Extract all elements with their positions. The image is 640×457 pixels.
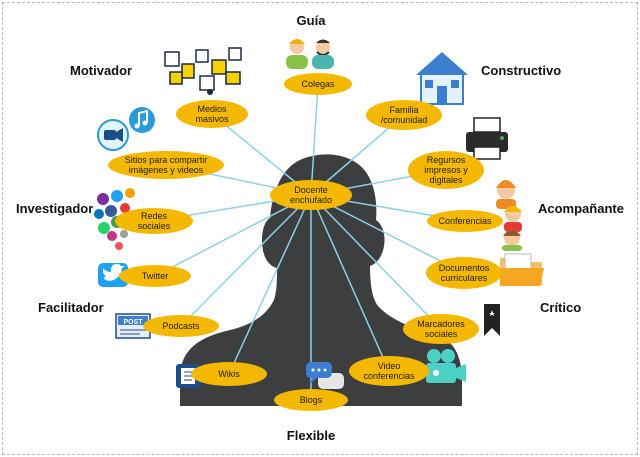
bubble-label: curriculares: [441, 273, 488, 283]
role-investigador: Investigador: [16, 201, 93, 216]
bubble-shape: [115, 208, 193, 234]
folder-icon: [500, 253, 544, 286]
connector-wikis: [228, 194, 312, 375]
bubble-label: imágenes y videos: [129, 165, 204, 175]
head-silhouette: [180, 154, 462, 406]
bubble-label: Regursos: [427, 155, 466, 165]
bubble-shape: [403, 314, 479, 344]
node-blogs: Blogs: [274, 389, 348, 411]
bubble-label: digitales: [429, 175, 463, 185]
bubble-label: Familia: [389, 105, 418, 115]
bubble-shape: [176, 100, 248, 128]
bubble-label: impresos y: [424, 165, 468, 175]
bubble-label: masivos: [195, 114, 229, 124]
bubble-label: Sitios para compartir: [125, 155, 208, 165]
people-group-icon: [496, 180, 522, 251]
connector-twitter: [154, 194, 312, 277]
bubble-shape: [108, 151, 224, 179]
speech-bubbles-icon: [306, 362, 344, 389]
bubble-shape: [143, 315, 219, 337]
bubble-label: sociales: [138, 221, 171, 231]
bubble-label: Colegas: [301, 79, 335, 89]
bubble-label: Blogs: [300, 395, 323, 405]
bubble-label: conferencias: [363, 371, 415, 381]
bubble-label: Redes: [141, 211, 168, 221]
bubble-label: Docente: [294, 185, 328, 195]
video-camera-icon: [426, 349, 466, 383]
bubble-shape: [349, 356, 429, 386]
bubble-label: Marcadores: [417, 319, 465, 329]
role-motivador: Motivador: [70, 63, 132, 78]
node-familia: Familia/comunidad: [366, 100, 442, 130]
connector-marcadores: [310, 194, 442, 330]
bubble-label: enchufado: [290, 195, 332, 205]
icon-layer: POST: [94, 39, 544, 389]
node-twitter: Twitter: [119, 265, 191, 287]
role-facilitador: Facilitador: [38, 300, 104, 315]
role-acompanante: Acompañante: [538, 201, 624, 216]
role-flexible: Flexible: [287, 428, 335, 443]
bubble-shape: [270, 180, 352, 210]
bubble-label: sociales: [425, 329, 458, 339]
bubble-shape: [119, 265, 191, 287]
node-conferencias: Conferencias: [427, 210, 503, 232]
connector-colegas: [310, 83, 319, 196]
bookmark-icon: [484, 304, 500, 336]
bubble-label: Video: [378, 361, 401, 371]
bubble-shape: [284, 73, 352, 95]
printer-icon: [466, 117, 508, 160]
node-colegas: Colegas: [284, 73, 352, 95]
role-constructivo: Constructivo: [481, 63, 561, 78]
media-collage-icon: [164, 47, 242, 95]
two-people-icon: [286, 39, 334, 69]
house-icon: [416, 52, 468, 105]
bubble-shape: [191, 362, 267, 386]
node-podcasts: Podcasts: [143, 315, 219, 337]
connector-video: [310, 194, 390, 372]
bubble-shape: [366, 100, 442, 130]
bubble-shape: [274, 389, 348, 411]
wiki-book-icon: [176, 364, 200, 388]
bubble-label: Conferencias: [438, 216, 492, 226]
video-music-sharing-icon: [97, 107, 155, 151]
bubble-label: Twitter: [142, 271, 169, 281]
connector-documentos: [310, 194, 465, 274]
connector-podcasts: [180, 194, 312, 327]
bubble-label: Medios: [197, 104, 227, 114]
bubble-shape: [426, 257, 502, 289]
bubble-label: Podcasts: [162, 321, 200, 331]
twitter-bird-icon: [98, 263, 128, 287]
svg-text:POST: POST: [123, 319, 143, 326]
role-critico: Crítico: [540, 300, 581, 315]
node-wikis: Wikis: [191, 362, 267, 386]
bubble-label: /comunidad: [381, 115, 428, 125]
bubble-shape: [408, 151, 484, 189]
bubble-label: Wikis: [218, 369, 240, 379]
bubble-shape: [427, 210, 503, 232]
role-guia: Guía: [297, 13, 327, 28]
bubble-label: Documentos: [439, 263, 490, 273]
